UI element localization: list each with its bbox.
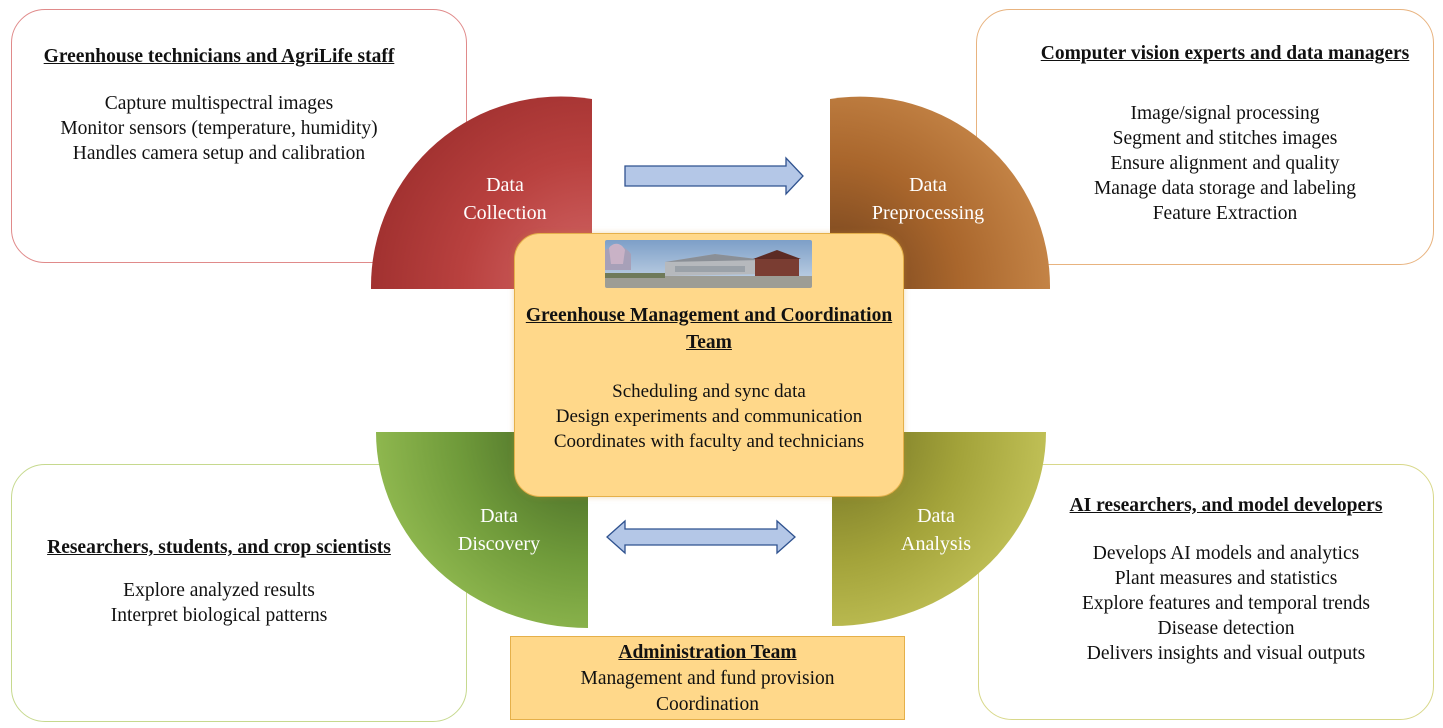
stage-label-line: Collection [463,202,547,224]
card-title: Greenhouse technicians and AgriLife staf… [43,46,395,67]
center-coordination-box: Greenhouse Management and Coordination T… [514,233,904,497]
stage-label-line: Analysis [901,533,971,555]
list-item: Delivers insights and visual outputs [1086,643,1366,664]
card-list: Explore analyzed results Interpret biolo… [22,578,416,628]
stage-label-line: Preprocessing [871,202,985,224]
list-item: Coordination [656,694,759,715]
card-researchers: Researchers, students, and crop scientis… [11,464,467,722]
list-item: Explore analyzed results [123,580,315,601]
list-item: Capture multispectral images [104,93,334,114]
card-list: Develops AI models and analytics Plant m… [1029,541,1423,666]
card-computer-vision-experts: Computer vision experts and data manager… [976,9,1434,265]
stage-label-discovery: Data Discovery [419,502,579,558]
list-item: Disease detection [1157,618,1295,639]
greenhouse-photo [605,240,812,288]
list-item: Plant measures and statistics [1114,568,1338,589]
list-item: Management and fund provision [580,668,835,689]
card-title: Researchers, students, and crop scientis… [47,537,391,558]
center-list: Scheduling and sync data Design experime… [515,379,903,454]
stage-label-line: Data [486,174,524,196]
center-title: Greenhouse Management and Coordination T… [525,305,893,353]
list-item: Interpret biological patterns [110,605,328,626]
stage-label-collection: Data Collection [425,171,585,227]
card-title: Computer vision experts and data manager… [1040,43,1410,64]
stage-label-line: Data [917,505,955,527]
card-greenhouse-technicians: Greenhouse technicians and AgriLife staf… [11,9,467,263]
list-item: Scheduling and sync data [612,381,806,402]
list-item: Handles camera setup and calibration [72,143,366,164]
arrow-right-icon [624,156,804,196]
card-list: Image/signal processing Segment and stit… [1027,101,1423,226]
list-item: Monitor sensors (temperature, humidity) [60,118,378,139]
list-item: Coordinates with faculty and technicians [553,431,865,452]
list-item: Explore features and temporal trends [1081,593,1371,614]
stage-label-preprocessing: Data Preprocessing [848,171,1008,227]
stage-label-line: Data [480,505,518,527]
double-arrow-icon [606,519,796,555]
admin-list: Management and fund provision Coordinati… [511,666,904,718]
card-ai-researchers: AI researchers, and model developers Dev… [978,464,1434,720]
stage-label-line: Discovery [457,533,541,555]
list-item: Develops AI models and analytics [1092,543,1360,564]
list-item: Design experiments and communication [555,406,863,427]
list-item: Feature Extraction [1152,203,1298,224]
list-item: Ensure alignment and quality [1110,153,1340,174]
admin-title: Administration Team [618,642,797,663]
list-item: Manage data storage and labeling [1093,178,1357,199]
stage-label-analysis: Data Analysis [856,502,1016,558]
stage-label-line: Data [909,174,947,196]
list-item: Image/signal processing [1130,103,1320,124]
card-list: Capture multispectral images Monitor sen… [22,91,416,166]
card-title: AI researchers, and model developers [1069,495,1383,516]
list-item: Segment and stitches images [1112,128,1338,149]
administration-team-box: Administration Team Management and fund … [510,636,905,720]
